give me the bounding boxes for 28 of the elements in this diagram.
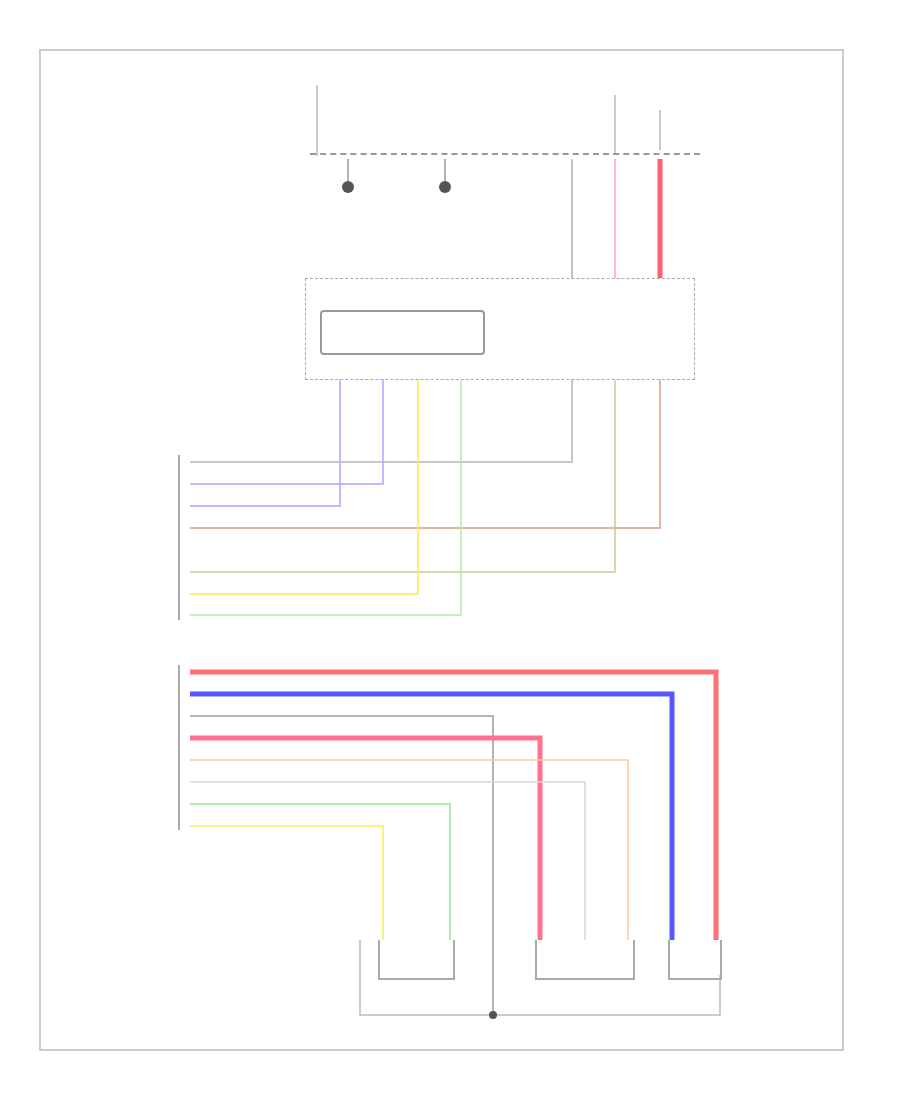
wire: [189, 825, 384, 941]
switch-contact: [378, 940, 455, 980]
wire: [189, 379, 661, 529]
wire: [189, 379, 419, 595]
wire: [189, 759, 629, 941]
switch-block: [320, 310, 485, 355]
wire: [347, 158, 349, 182]
wire: [189, 379, 384, 485]
wire: [190, 669, 719, 940]
wire: [190, 735, 543, 940]
wire: [614, 158, 616, 279]
switch-contact: [668, 940, 722, 980]
wire: [657, 159, 663, 278]
control-module-outline: [305, 278, 695, 380]
wire: [189, 781, 586, 941]
wire: [190, 691, 675, 940]
wire: [189, 379, 616, 573]
wire: [189, 379, 341, 507]
wire: [444, 158, 446, 182]
wire: [189, 379, 573, 463]
splice-dot: [489, 1011, 497, 1019]
switch-contact: [535, 940, 635, 980]
wire: [189, 803, 451, 941]
ground-terminal: [342, 181, 354, 193]
wire: [571, 158, 573, 279]
wire: [189, 715, 494, 1012]
wire: [189, 379, 462, 616]
ground-terminal: [439, 181, 451, 193]
